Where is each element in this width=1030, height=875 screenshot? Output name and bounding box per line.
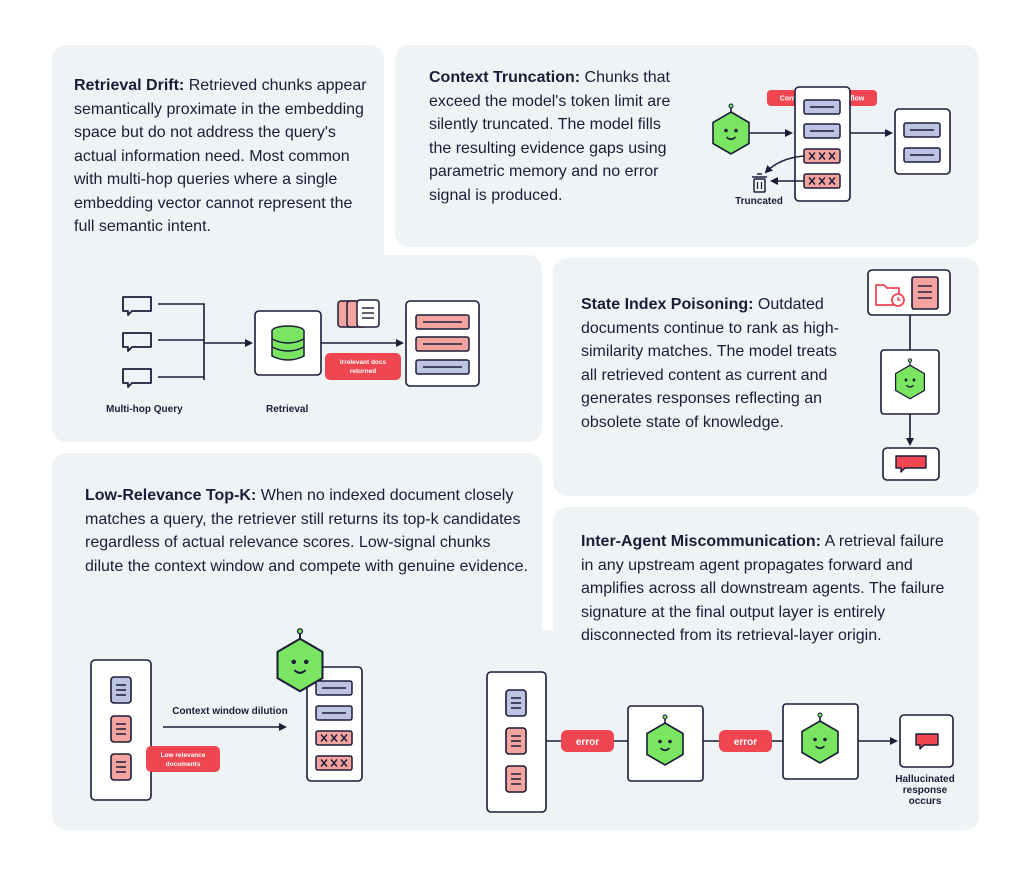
context-truncation-description: Context Truncation: Chunks that exceed t… (429, 66, 674, 207)
trash-icon (752, 173, 767, 193)
low-relevance-badge (146, 746, 220, 772)
result-chip-salmon (415, 336, 470, 352)
document-icon (110, 753, 132, 781)
hallucinated-label-line3: occurs (909, 796, 942, 807)
result-chip-lavender (415, 359, 470, 375)
document-icon (911, 276, 939, 310)
folder-clock-icon (875, 284, 905, 307)
context-chip-lavender (803, 123, 841, 139)
chat-bubble-icon (895, 455, 927, 473)
context-chip-lavender (803, 99, 841, 115)
error-badge-2-text: error (734, 737, 757, 748)
inter-agent-description: Inter-Agent Miscommunication: A retrieva… (581, 530, 951, 648)
document-stack-icon (337, 299, 380, 328)
output-chip-lavender (903, 147, 941, 163)
error-badge-2 (719, 730, 772, 752)
retrieval-drift-panel (52, 45, 384, 275)
context-chip-lavender (315, 680, 353, 696)
output-box (894, 108, 951, 175)
document-icon (110, 676, 132, 704)
truncated-label: Truncated (735, 196, 783, 207)
inter-agent-title: Inter-Agent Miscommunication: (581, 533, 822, 550)
retrieval-drift-body: Retrieved chunks appear semantically pro… (74, 77, 367, 235)
state-index-description: State Index Poisoning: Outdated document… (581, 293, 853, 434)
context-chip-truncated (803, 173, 841, 189)
low-relevance-title: Low-Relevance Top-K: (85, 487, 257, 504)
context-chip-lavender (315, 705, 353, 721)
database-icon (271, 325, 305, 361)
document-icon (505, 727, 527, 755)
low-relevance-badge-line1: Low relevance (161, 752, 206, 759)
error-badge-1 (561, 730, 614, 752)
irrelevant-docs-badge (325, 353, 401, 380)
context-dilution-label: Context window dilution (172, 706, 288, 717)
context-truncation-title: Context Truncation: (429, 69, 581, 86)
context-truncation-body: Chunks that exceed the model's token lim… (429, 69, 671, 204)
hallucinated-label-line2: response (903, 785, 948, 796)
document-icon (110, 715, 132, 743)
retrieval-label: Retrieval (266, 404, 308, 415)
error-badge-1-text: error (576, 737, 599, 748)
result-chip-salmon (415, 314, 470, 330)
low-relevance-badge-line2: documents (166, 761, 201, 768)
irrelevant-docs-badge-line2: returned (350, 368, 376, 375)
context-chip-truncated (803, 148, 841, 164)
arrow-to-trash-1 (764, 155, 805, 174)
document-icon (505, 689, 527, 717)
state-index-body: Outdated documents continue to rank as h… (581, 296, 839, 431)
document-icon (505, 765, 527, 793)
context-chip-noise (315, 755, 353, 771)
hallucinated-label-line1: Hallucinated (895, 774, 954, 785)
multi-hop-query-label: Multi-hop Query (106, 404, 183, 415)
state-index-panel (553, 258, 979, 496)
context-window-box (794, 86, 851, 202)
inter-agent-panel (553, 507, 979, 667)
query-connector (158, 303, 205, 380)
state-index-title: State Index Poisoning: (581, 296, 754, 313)
context-chip-noise (315, 730, 353, 746)
irrelevant-docs-badge-line1: Irrelevant docs (340, 359, 387, 366)
inter-agent-body: A retrieval failure in any upstream agen… (581, 533, 945, 644)
low-relevance-body: When no indexed document closely matches… (85, 487, 528, 575)
output-chip-lavender (903, 122, 941, 138)
retrieval-drift-description: Retrieval Drift: Retrieved chunks appear… (74, 74, 370, 239)
retrieval-drift-title: Retrieval Drift: (74, 77, 185, 94)
low-relevance-description: Low-Relevance Top-K: When no indexed doc… (85, 484, 533, 578)
